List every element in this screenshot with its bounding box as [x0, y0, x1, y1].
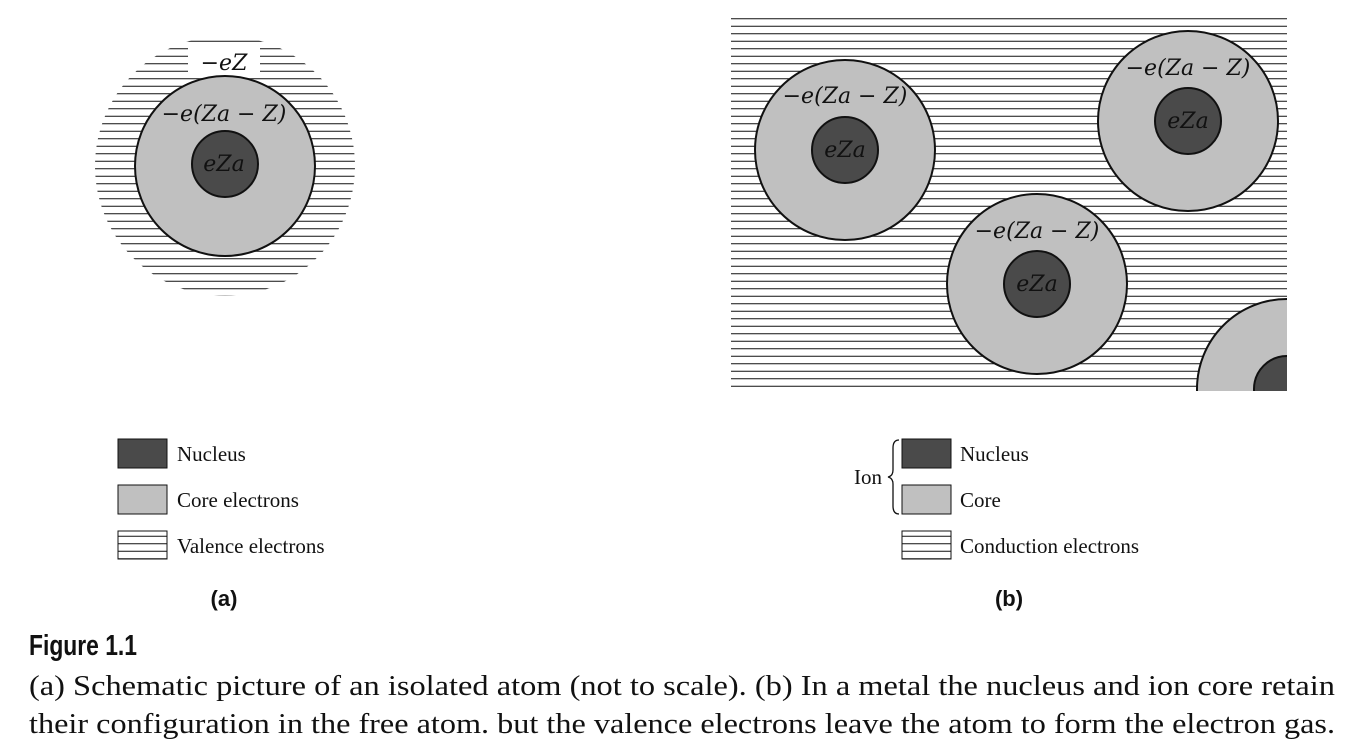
figure-caption-line-1: (a) Schematic picture of an isolated ato… — [29, 671, 1335, 702]
legend-b: Ion Nucleus Core Conduction electrons — [854, 438, 1139, 560]
ion-nucleus-charge-label: eZa — [1167, 109, 1208, 134]
panel-b-metal: −e(Za − Z) eZa −e(Za − Z) eZa −e(Za − Z)… — [731, 18, 1287, 391]
ion-core-charge-label: −e(Za − Z) — [1126, 56, 1251, 81]
ion-nucleus — [811, 116, 879, 184]
legend-core-label: Core — [960, 488, 1001, 512]
legend-core-label: Core electrons — [177, 488, 299, 512]
outer-charge-label-bg — [188, 42, 260, 76]
legend-valence-label: Valence electrons — [177, 534, 325, 558]
ion-core-charge-label: −e(Za − Z) — [783, 84, 908, 109]
ion-nucleus — [1154, 87, 1222, 155]
ion-nucleus — [1003, 250, 1071, 318]
nucleus-charge-label: eZa — [203, 152, 244, 177]
legend-core-swatch — [117, 484, 168, 515]
nucleus — [191, 130, 259, 198]
figure-title: Figure 1.1 — [29, 630, 137, 662]
legend-conduction-label: Conduction electrons — [960, 534, 1139, 558]
panel-a-label: (a) — [211, 586, 238, 611]
ion-3: −e(Za − Z) eZa — [946, 193, 1128, 375]
legend-a: Nucleus Core electrons Valence electrons — [117, 438, 325, 560]
legend-nucleus-swatch — [901, 438, 952, 469]
panel-a-atom: −eZ −e(Za − Z) eZa — [95, 36, 355, 296]
panel-b-label: (b) — [995, 586, 1023, 611]
ion-nucleus-charge-label: eZa — [824, 138, 865, 163]
ion-core-charge-label: −e(Za − Z) — [975, 219, 1100, 244]
figure-caption-line-2: their configuration in the free atom. bu… — [29, 709, 1335, 740]
legend-nucleus-label: Nucleus — [177, 442, 246, 466]
ion-nucleus-charge-label: eZa — [1016, 272, 1057, 297]
ion-2: −e(Za − Z) eZa — [1097, 30, 1279, 212]
ion-brace — [887, 439, 900, 515]
legend-core-swatch — [901, 484, 952, 515]
core-charge-label: −e(Za − Z) — [162, 102, 287, 127]
ion-nucleus — [1253, 355, 1287, 391]
legend-conduction-swatch — [901, 530, 952, 560]
legend-valence-swatch — [117, 530, 168, 560]
ion-1: −e(Za − Z) eZa — [754, 59, 936, 241]
legend-nucleus-label: Nucleus — [960, 442, 1029, 466]
outer-charge-label: −eZ — [201, 51, 248, 76]
legend-nucleus-swatch — [117, 438, 168, 469]
ion-4-partial — [1196, 298, 1287, 391]
ion-label: Ion — [854, 465, 882, 489]
